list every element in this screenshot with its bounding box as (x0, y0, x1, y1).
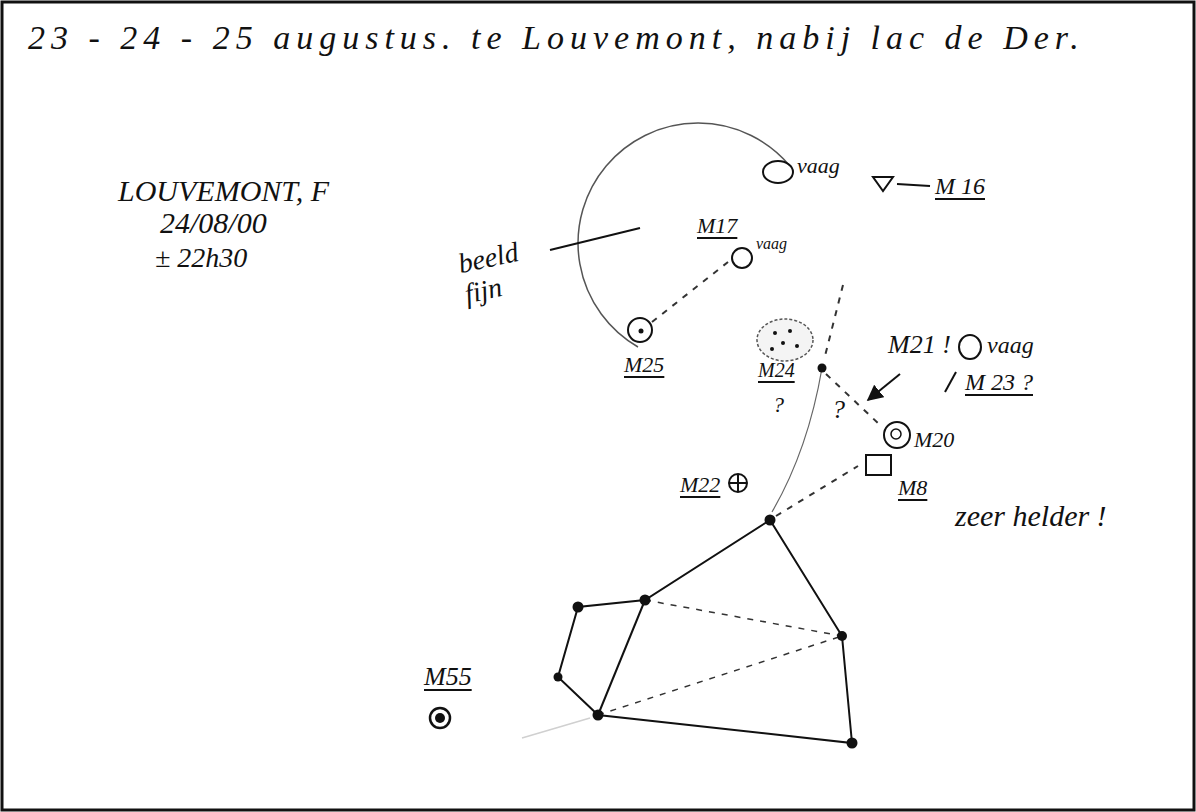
leader-line (550, 228, 640, 250)
object-triangle (873, 177, 893, 191)
question-mark: ? (773, 393, 784, 417)
question-mark: ? (832, 396, 845, 425)
date-note: 24/08/00 (160, 206, 267, 239)
star-dot (788, 329, 792, 333)
cluster-symbol (729, 474, 747, 492)
tick-mark (945, 372, 956, 392)
star-cloud (757, 319, 813, 361)
object-label: M55 (424, 663, 472, 692)
star (765, 515, 776, 526)
object-label: M22 (680, 473, 720, 497)
observation-note: vaag (797, 154, 840, 178)
star (837, 631, 847, 641)
asterism-line (558, 520, 852, 743)
object-label: M 23 ? (965, 369, 1033, 395)
star (554, 673, 563, 682)
observation-note: beeld fijn (456, 231, 559, 310)
star (818, 364, 827, 373)
star (593, 710, 604, 721)
dashed-line (826, 374, 880, 425)
star (640, 595, 651, 606)
observation-note: vaag (756, 235, 787, 253)
object-label: M8 (898, 476, 927, 500)
object-circle (732, 248, 752, 268)
dashed-line (824, 285, 843, 360)
object-label: M24 (758, 359, 795, 381)
object-circle (891, 429, 901, 439)
object-circle (884, 422, 910, 448)
dashed-line (598, 600, 842, 715)
cluster-symbol (435, 713, 445, 723)
time-note: ± 22h30 (155, 243, 247, 274)
star-dot (795, 344, 799, 348)
cluster-symbol (729, 474, 747, 492)
sketch-title: 23 - 24 - 25 augustus. te Louvemont, nab… (28, 19, 1085, 56)
object-label: M 16 (935, 173, 985, 199)
observation-note: vaag (987, 332, 1034, 358)
star-dot (773, 331, 777, 335)
milky-way-arc (772, 368, 822, 512)
dashed-line (776, 466, 858, 516)
object-circle (628, 318, 652, 342)
object-label: M17 (697, 214, 737, 238)
leader-line (897, 184, 930, 186)
star (847, 738, 858, 749)
object-label: M20 (914, 428, 954, 452)
object-dot (639, 329, 644, 334)
object-label: M21 ! (888, 331, 951, 360)
star-dot (770, 347, 774, 351)
place-note: LOUVEMONT, F (118, 174, 329, 207)
star (573, 602, 584, 613)
object-square (866, 455, 891, 475)
pointer-arrow (868, 374, 900, 400)
object-circle (959, 335, 981, 359)
dashed-line (652, 262, 728, 322)
observation-note: zeer helder ! (955, 499, 1107, 532)
faint-line (522, 718, 590, 738)
cluster-symbol (430, 708, 450, 728)
asterism-line (598, 600, 645, 715)
star-dot (781, 341, 785, 345)
object-circle (763, 161, 793, 183)
object-label: M25 (624, 353, 664, 377)
